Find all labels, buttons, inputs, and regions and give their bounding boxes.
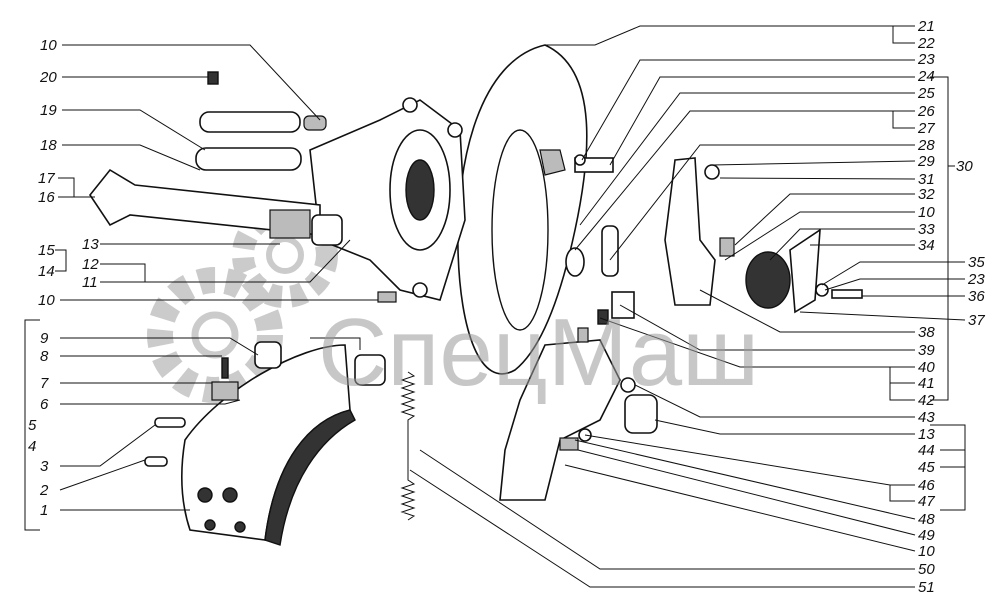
- callout-label: 46: [918, 477, 935, 494]
- brake-shield-part: [457, 44, 588, 375]
- callout-label: 28: [917, 137, 935, 154]
- callout-label: 29: [917, 153, 935, 170]
- leader-lines: [24, 25, 966, 588]
- callout-label: 25: [917, 85, 935, 102]
- callout-label: 1: [40, 502, 48, 519]
- callout-label: 36: [968, 288, 985, 305]
- callout-label: 10: [40, 37, 57, 54]
- callout-label: 13: [82, 236, 99, 253]
- bracket-part: [499, 309, 658, 501]
- callout-label: 18: [40, 137, 57, 154]
- callout-label: 12: [82, 256, 99, 273]
- callout-label: 30: [956, 158, 973, 175]
- callout-label: 47: [918, 493, 935, 510]
- adjuster-lever-part: [565, 154, 863, 319]
- camshaft-part: [89, 168, 343, 246]
- callout-label: 10: [918, 204, 935, 221]
- callout-label: 43: [918, 409, 935, 426]
- callout-label: 40: [918, 359, 935, 376]
- callout-label: 21: [917, 18, 935, 35]
- pin-parts: [195, 71, 397, 303]
- callout-label: 17: [38, 170, 55, 187]
- callout-label: 3: [40, 458, 49, 475]
- callout-label: 42: [918, 392, 935, 409]
- callout-label: 49: [918, 527, 935, 544]
- callout-label: 23: [967, 271, 985, 288]
- callout-label: 7: [40, 375, 49, 392]
- callout-label: 4: [28, 438, 36, 455]
- callout-label: 10: [38, 292, 55, 309]
- brake-shoe-part: [144, 341, 386, 546]
- callout-label: 44: [918, 442, 935, 459]
- callout-label: 48: [918, 511, 935, 528]
- callout-label: 26: [917, 103, 935, 120]
- callout-label: 19: [40, 102, 57, 119]
- callout-label: 32: [918, 186, 935, 203]
- watermark-text: СпецМаш: [318, 299, 759, 406]
- callout-label: 9: [40, 330, 49, 347]
- callout-label: 8: [40, 348, 49, 365]
- callout-label: 45: [918, 459, 935, 476]
- callout-label: 5: [28, 417, 37, 434]
- callout-label: 10: [918, 543, 935, 560]
- spring-part: [400, 371, 416, 521]
- callout-label: 33: [918, 221, 935, 238]
- callout-label: 41: [918, 375, 935, 392]
- callout-label: 34: [918, 237, 935, 254]
- callout-label: 39: [918, 342, 935, 359]
- callout-label: 14: [38, 263, 55, 280]
- callout-label: 15: [38, 242, 55, 259]
- callout-label: 23: [917, 51, 935, 68]
- callout-label: 31: [918, 171, 935, 188]
- callout-label: 51: [918, 579, 935, 596]
- callout-label: 50: [918, 561, 935, 578]
- callout-label: 2: [39, 482, 49, 499]
- callout-label: 20: [39, 69, 57, 86]
- callout-label: 16: [38, 189, 55, 206]
- callout-label: 6: [40, 396, 49, 413]
- callout-label: 37: [968, 312, 985, 329]
- callout-label: 24: [917, 68, 935, 85]
- callout-label: 11: [82, 274, 98, 291]
- housing-part: [309, 97, 466, 301]
- callout-label: 35: [968, 254, 985, 271]
- callout-label: 27: [917, 120, 935, 137]
- callout-label: 38: [918, 324, 935, 341]
- callout-label: 22: [917, 35, 935, 52]
- callout-label: 13: [918, 426, 935, 443]
